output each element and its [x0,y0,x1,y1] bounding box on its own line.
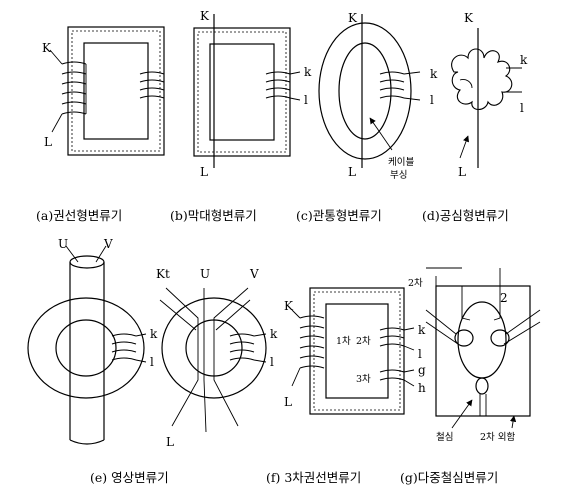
lead-K [49,49,63,65]
caption-b: (b)막대형변류기 [170,208,257,223]
label-a-L: L [44,135,52,149]
label-c-cable: 케이블 [388,157,414,168]
label-e2-Kt: Kt [156,267,170,281]
panel-b-bar-ct: K L k l [193,9,312,179]
core-bottom [475,377,489,395]
core-inner-ring [338,42,392,140]
label-g-core: 철심 [436,432,453,443]
panel-d-air-core-ct: K L k l [451,11,528,179]
label-c-L: L [348,165,356,179]
core-outer-ring [27,297,145,399]
label-f-k: k [418,323,426,337]
panel-a-wound-ct: K L [42,26,165,156]
core-window [209,43,275,141]
label-g-two: 2 [500,291,508,305]
label-d-k: k [520,53,528,67]
label-f-g: g [418,363,426,377]
label-f-L: L [284,395,292,409]
enclosure-arrow [509,415,517,429]
panel-e-zero-phase-ct-right: Kt U V L k l [156,267,278,449]
lead-L [51,113,63,133]
label-e2-k: k [270,327,278,341]
core-dotted [197,31,287,153]
primary-coil [61,61,87,115]
label-e-k: k [150,327,158,341]
core-outer-ring [161,297,267,399]
label-f-secondary: 2차 [356,335,371,347]
secondary-coil [379,71,405,99]
caption-g: (g)다중철심변류기 [400,470,498,485]
core-outer-ring [318,22,412,160]
caption-e: (e) 영상변류기 [90,470,169,485]
panel-g-multi-core-ct: 2차 2 철심 2차 외함 [408,267,541,443]
secondary-coil [139,71,165,99]
label-d-l: l [520,101,524,115]
core-left [454,329,474,347]
label-a-K: K [42,41,52,55]
label-d-L: L [458,165,466,179]
core-dotted [313,291,401,411]
panel-f-tertiary-winding-ct: K L k l g h 1차 2차 3차 [284,287,426,415]
core-window [325,303,389,399]
caption-a: (a)권선형변류기 [36,208,122,223]
label-f-l: l [418,347,422,361]
label-c-l: l [430,93,434,107]
cable-body [69,262,105,440]
core-window [83,42,149,140]
label-c-K: K [348,11,358,25]
three-phase-cables [165,287,249,433]
tertiary-coil [379,369,405,381]
outer-enclosure [435,285,531,417]
cable-bottom [69,439,105,445]
toroidal-air-coil [451,48,513,111]
label-g-secondary-top: 2차 [408,277,423,289]
primary-loop [457,301,507,379]
core-right [490,329,510,347]
label-f-primary: 1차 [336,335,351,347]
core-dotted [71,30,161,152]
secondary-coil [229,333,255,361]
label-e2-l: l [270,355,274,369]
label-c-k: k [430,67,438,81]
label-d-K: K [464,11,474,25]
label-b-l: l [304,93,308,107]
core-outer [309,287,405,415]
cable-arrow [369,117,393,151]
label-e2-L: L [166,435,174,449]
label-e-V: V [103,237,113,251]
panel-c-through-ct: K L k l 케이블 부싱 [318,11,438,181]
label-b-K: K [200,9,210,23]
label-e2-V: V [249,267,259,281]
secondary-coil [379,327,405,347]
core-outer [67,26,165,156]
secondary-leads [425,309,541,345]
label-b-k: k [304,65,312,79]
cable-top-end [69,255,105,269]
label-c-bushing: 부싱 [390,170,407,181]
core-outer [193,27,291,157]
label-e-l: l [150,355,154,369]
label-e2-U: U [200,267,210,281]
caption-c: (c)관통형변류기 [296,208,382,223]
caption-d: (d)공심형변류기 [422,208,509,223]
label-f-K: K [284,299,294,313]
label-f-tertiary: 3차 [356,373,371,385]
panel-e-zero-phase-ct-left: U V k l [27,237,158,445]
secondary-coil [265,71,291,99]
primary-leads [461,268,501,321]
label-g-outer: 2차 외함 [480,431,516,443]
label-b-L: L [200,165,208,179]
core-inner-ring [55,319,117,377]
secondary-coil [111,333,137,361]
label-f-h: h [418,381,426,395]
label-e-U: U [58,237,68,251]
core-arrow [451,399,473,429]
caption-f: (f) 3차권선변류기 [266,470,361,485]
primary-coil [299,315,325,369]
